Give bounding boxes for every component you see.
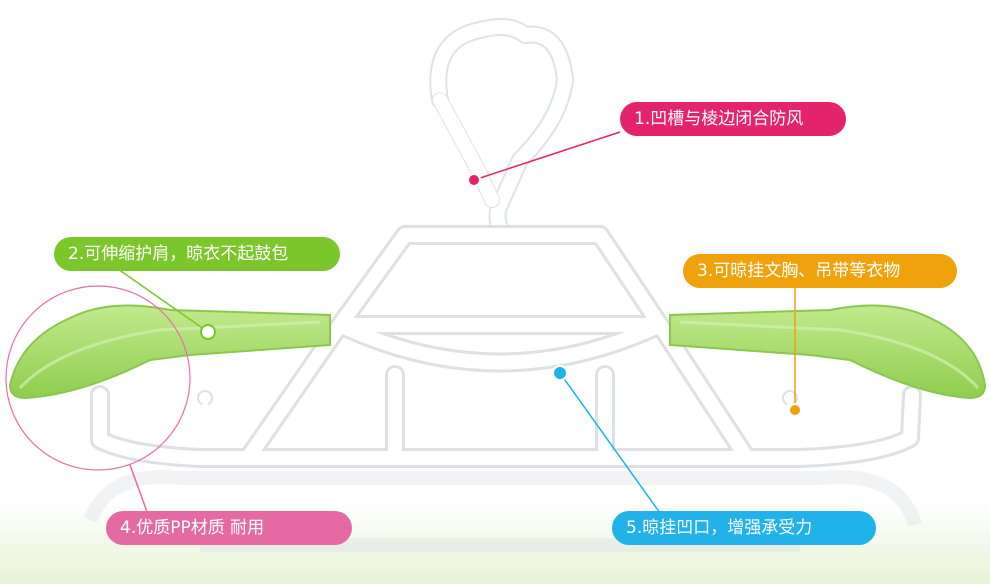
callout-pp-material: 4.优质PP材质 耐用 bbox=[106, 511, 352, 545]
callout-strap-hooks: 3.可晾挂文胸、吊带等衣物 bbox=[683, 254, 957, 288]
shoulder-pad-right bbox=[669, 304, 987, 400]
hanger-reflection bbox=[83, 470, 922, 552]
marker-dot-5 bbox=[552, 365, 568, 381]
shoulder-pad-left bbox=[8, 304, 331, 400]
callout-telescopic-shoulder: 2.可伸缩护肩，晾衣不起鼓包 bbox=[54, 237, 340, 271]
hanger-body bbox=[90, 225, 922, 468]
marker-dot-1 bbox=[467, 173, 481, 187]
leader-lines bbox=[107, 131, 796, 521]
hanger-hook bbox=[429, 17, 574, 237]
leader-line-5 bbox=[559, 372, 666, 521]
leader-line-1 bbox=[473, 131, 621, 181]
leader-line-4 bbox=[129, 464, 151, 521]
marker-dot-2 bbox=[200, 324, 216, 340]
leader-line-2 bbox=[107, 261, 209, 333]
callout-hanging-notch: 5.晾挂凹口，增强承受力 bbox=[612, 511, 876, 545]
marker-dots bbox=[200, 173, 802, 417]
marker-dot-3 bbox=[788, 403, 802, 417]
callout-windproof-groove: 1.凹槽与棱边闭合防风 bbox=[620, 102, 846, 136]
magnifier-circle bbox=[5, 285, 191, 471]
